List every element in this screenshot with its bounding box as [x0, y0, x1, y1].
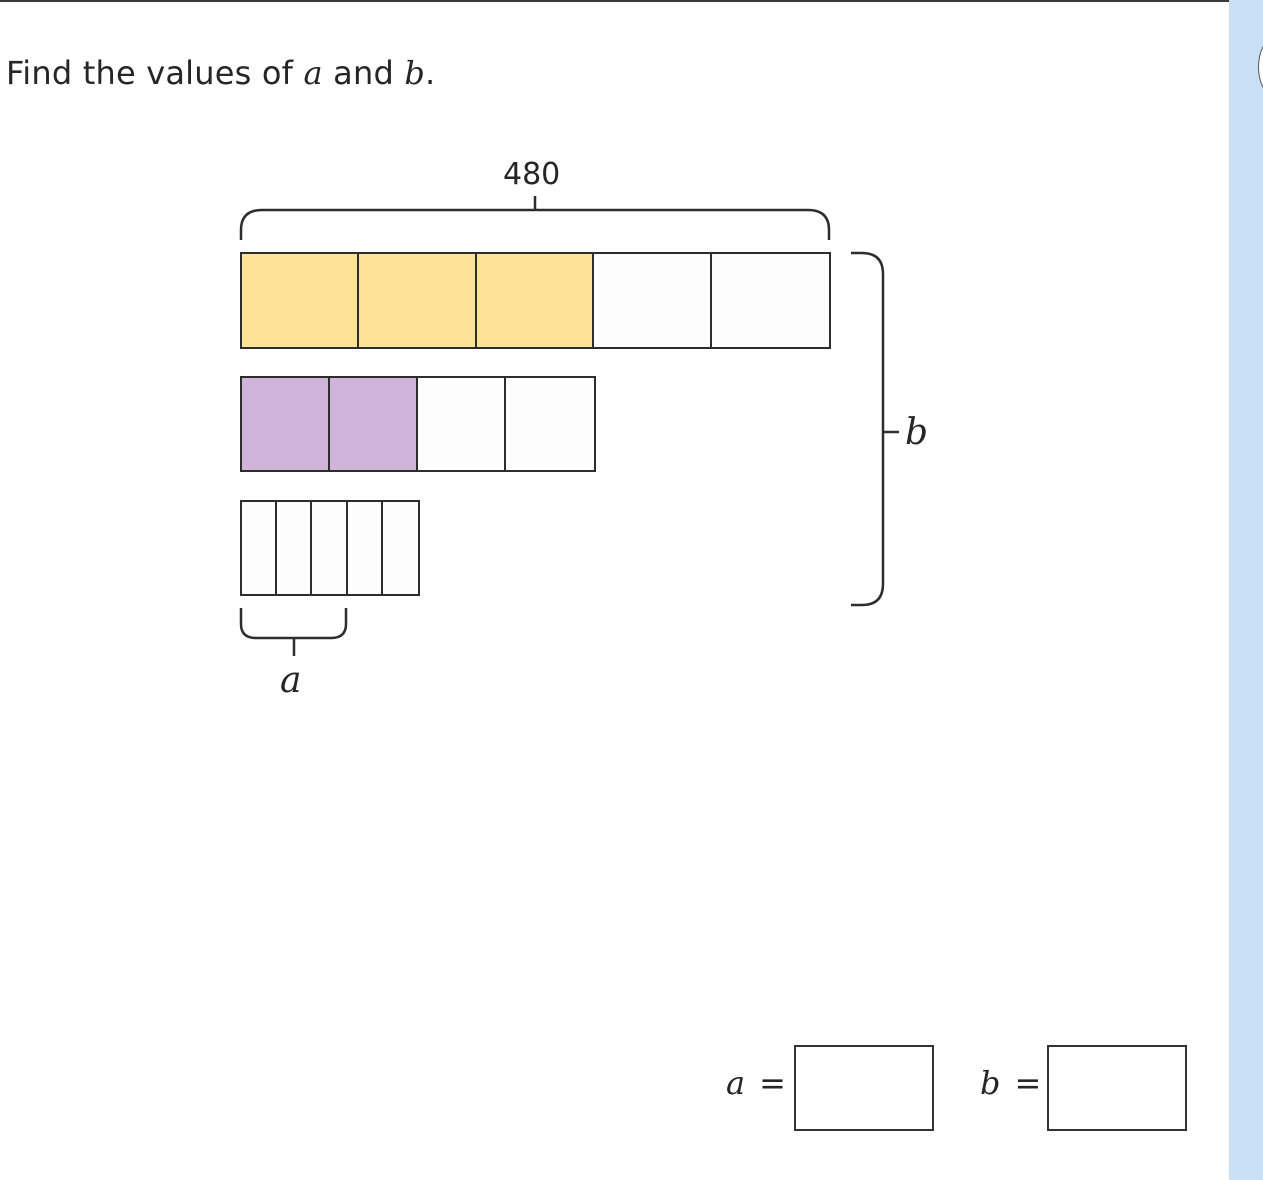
bar-cell-empty [242, 502, 278, 594]
answer-a-var: a [726, 1064, 746, 1102]
question-prefix: Find the values of [6, 54, 304, 92]
bar-small-fifths [240, 500, 420, 596]
side-panel [1229, 0, 1263, 1180]
question-middle: and [322, 54, 405, 92]
equals-sign: = [759, 1064, 786, 1102]
bar-cell-shaded [359, 254, 477, 347]
bar-cell-empty [506, 378, 594, 470]
b-label: b [905, 412, 929, 453]
question-text: Find the values of a and b. [6, 54, 435, 92]
answer-b-label: b= [980, 1064, 1041, 1102]
bar-quarters [240, 376, 596, 472]
question-var-b: b [404, 54, 426, 92]
answer-a-label: a= [726, 1064, 786, 1102]
answer-b-var: b [980, 1064, 1001, 1102]
bracket-lines [239, 196, 899, 656]
bar-fifths [240, 252, 831, 349]
bar-cell-empty [711, 254, 829, 347]
answer-a-input[interactable] [794, 1045, 934, 1131]
bar-cell-empty [277, 502, 313, 594]
a-label: a [280, 660, 302, 701]
top-divider [0, 0, 1229, 2]
bar-cell-shaded [330, 378, 418, 470]
equals-sign: = [1014, 1064, 1042, 1102]
question-var-a: a [303, 54, 323, 92]
bar-cell-empty [347, 502, 383, 594]
bar-cell-shaded [476, 254, 595, 347]
bar-cell-shaded [242, 254, 360, 347]
bar-cell-empty [418, 378, 506, 470]
bar-cell-empty [382, 502, 418, 594]
total-label: 480 [503, 157, 561, 192]
answer-b-input[interactable] [1047, 1045, 1187, 1131]
bar-cell-empty [312, 502, 348, 594]
bar-cell-empty [594, 254, 712, 347]
question-suffix: . [425, 54, 436, 92]
bar-cell-shaded [242, 378, 330, 470]
